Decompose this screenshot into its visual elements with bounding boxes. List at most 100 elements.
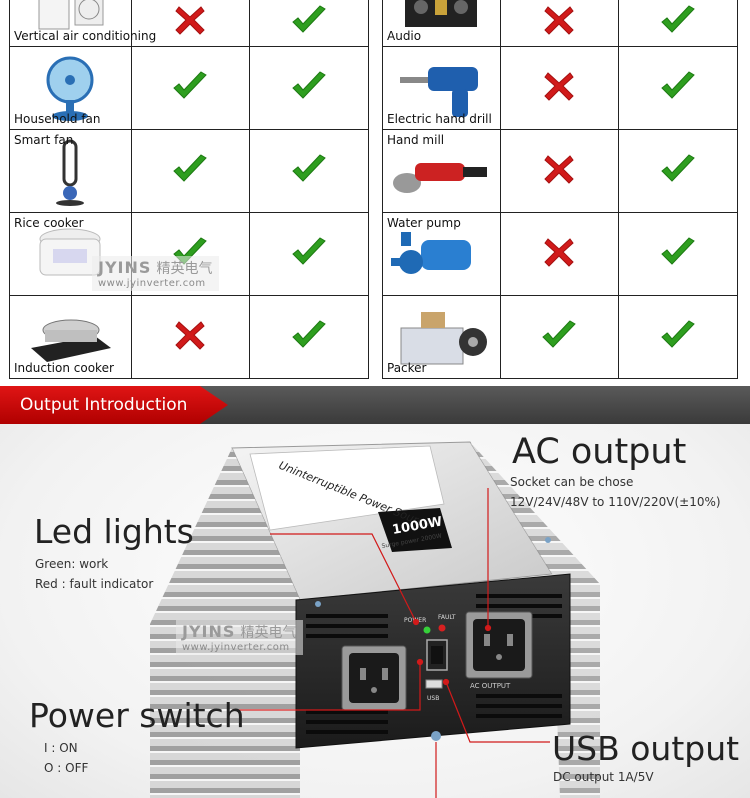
device-label: Household fan [14, 112, 101, 126]
device-cell: Hand mill [382, 129, 501, 213]
device-image [25, 308, 115, 372]
compatibility-cell [249, 129, 369, 213]
device-image [391, 147, 491, 201]
col2-check-icon [659, 71, 697, 106]
compatibility-cell [249, 46, 369, 130]
device-cell: Packer [382, 295, 501, 379]
audio-icon [405, 0, 478, 27]
device-cell: Audio [382, 0, 501, 47]
electric-drill-icon [400, 67, 479, 117]
device-cell: Water pump [382, 212, 501, 296]
inverter-illustration: Uninterruptible Power Source 1000W Surge… [150, 441, 600, 798]
compatibility-cell [499, 129, 620, 213]
col2-check-icon [290, 154, 328, 189]
col1-cross-icon [174, 321, 206, 355]
table-row: Hand mill [382, 129, 738, 213]
table-row: Rice cooker [9, 212, 369, 296]
compatibility-cell [249, 212, 369, 296]
callout-usb-output-line1: DC output 1A/5V [553, 770, 654, 784]
watermark-product: JYINS 精英电气 www.jyinverter.com [176, 620, 303, 655]
watermark-brand-cn: 精英电气 [240, 625, 297, 641]
device-image [35, 0, 105, 35]
panel-fault-label: FAULT [438, 614, 456, 621]
col1-check-icon [171, 154, 209, 189]
watermark-brand: JYINS [98, 258, 152, 277]
compatibility-cell [499, 0, 620, 47]
section-banner-accent [0, 386, 228, 424]
col1-cross-icon [174, 5, 206, 40]
device-image [35, 225, 105, 289]
device-label: Water pump [387, 216, 461, 230]
col2-check-icon [659, 237, 697, 272]
watermark-brand: JYINS [182, 622, 236, 641]
watermark-url: www.jyinverter.com [182, 642, 290, 653]
callout-ac-output-line1: Socket can be chose [510, 475, 634, 489]
device-label: Smart fan [14, 133, 74, 147]
compatibility-cell [618, 212, 738, 296]
compatibility-cell [130, 46, 251, 130]
col1-cross-icon [543, 5, 575, 40]
col1-check-icon [171, 71, 209, 106]
device-label: Induction cooker [14, 361, 114, 375]
compatibility-cell [618, 129, 738, 213]
table-row: Water pump [382, 212, 738, 296]
compatibility-cell [618, 0, 738, 47]
compatibility-cell [618, 295, 738, 379]
household-fan-icon [46, 56, 94, 121]
table-row: Audio [382, 0, 738, 47]
device-label: Vertical air conditioning [14, 29, 157, 43]
col2-check-icon [290, 4, 328, 40]
watermark-url: www.jyinverter.com [98, 278, 206, 289]
callout-led-lights-line1: Green: work [35, 557, 109, 571]
device-label: Audio [387, 29, 422, 43]
compatibility-cell [249, 0, 369, 47]
device-image [40, 54, 100, 128]
compatibility-cell [618, 46, 738, 130]
device-label: Packer [387, 361, 427, 375]
col1-cross-icon [543, 72, 575, 106]
device-cell: Smart fan [9, 129, 132, 213]
table-row: Household fan [9, 46, 369, 130]
compatibility-cell [130, 129, 251, 213]
output-introduction: Uninterruptible Power Source 1000W Surge… [0, 424, 750, 798]
callout-usb-output-title: USB output [552, 729, 740, 768]
compatibility-cell [499, 295, 620, 379]
device-image [391, 230, 491, 284]
callout-led-lights-line2: Red : fault indicator [35, 577, 154, 591]
col2-check-icon [290, 237, 328, 272]
packing-machine-icon [400, 312, 488, 365]
inverter-front-panel: AC OUTPUT POWER FAULT USB [295, 537, 571, 749]
col2-check-icon [659, 4, 697, 40]
callout-power-switch-line2: O : OFF [44, 761, 89, 775]
table-row: Vertical air conditioning [9, 0, 369, 47]
col2-check-icon [659, 154, 697, 189]
table-row: Packer [382, 295, 738, 379]
device-label: Electric hand drill [387, 112, 492, 126]
col2-check-icon [290, 320, 328, 355]
table-row: Induction cooker [9, 295, 369, 379]
rice-cooker-icon [39, 228, 101, 276]
device-cell: Household fan [9, 46, 132, 130]
device-image [391, 308, 491, 372]
angle-grinder-icon [393, 163, 488, 193]
device-cell: Electric hand drill [382, 46, 501, 130]
compatibility-cell [130, 0, 251, 47]
panel-usb-label: USB [427, 695, 439, 702]
watermark-table: JYINS 精英电气 www.jyinverter.com [92, 256, 219, 291]
col2-check-icon [290, 71, 328, 106]
col1-check-icon [540, 320, 578, 355]
watermark-brand-cn: 精英电气 [156, 261, 213, 277]
smart-fan-icon [56, 139, 85, 206]
section-title: Output Introduction [20, 395, 188, 415]
callout-led-lights-title: Led lights [34, 512, 194, 551]
callout-power-switch-line1: I : ON [44, 741, 78, 755]
compatibility-cell [499, 212, 620, 296]
inverter-body: Uninterruptible Power Source 1000W Surge… [150, 441, 600, 798]
device-label: Rice cooker [14, 216, 84, 230]
section-banner: Output Introduction [0, 386, 750, 424]
induction-cooker-icon [31, 319, 112, 362]
device-image [401, 0, 481, 33]
